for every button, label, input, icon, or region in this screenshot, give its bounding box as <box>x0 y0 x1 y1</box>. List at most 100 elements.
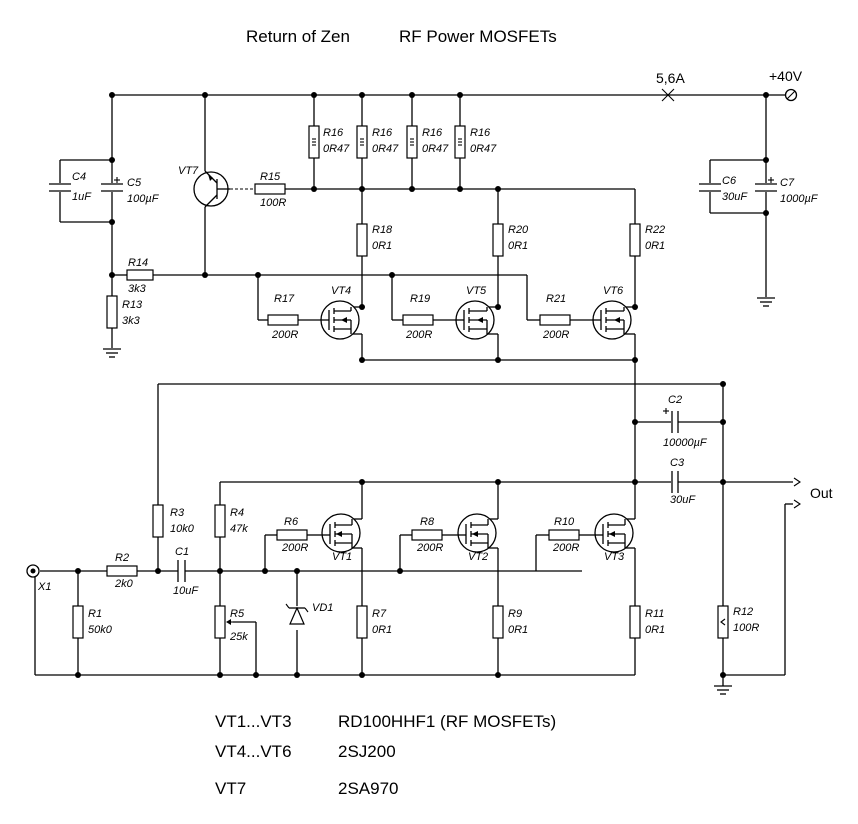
ground-symbol-right <box>757 297 775 307</box>
supply-terminal <box>784 88 798 102</box>
vt2-name: VT2 <box>468 551 488 563</box>
junction-dots <box>75 92 769 678</box>
r2-name: R2 <box>115 552 129 564</box>
parts-list-ref-1: VT1...VT3 <box>215 712 292 731</box>
r22-value: 0R1 <box>645 240 665 252</box>
resistor-r4 <box>214 504 226 538</box>
resistor-r22 <box>629 223 641 257</box>
r20-value: 0R1 <box>508 240 528 252</box>
r5-name: R5 <box>230 608 245 620</box>
resistor-r3 <box>152 504 164 538</box>
resistor-r16-3 <box>406 125 418 159</box>
fuse-label: 5,6A <box>656 70 685 86</box>
c1-value: 10uF <box>173 585 199 597</box>
resistor-r16-1 <box>308 125 320 159</box>
r16-3-value: 0R47 <box>422 143 449 155</box>
vd1-name: VD1 <box>312 602 333 614</box>
resistor-r16-4 <box>454 125 466 159</box>
r14-value: 3k3 <box>128 283 147 295</box>
resistor-r10 <box>548 529 580 541</box>
resistor-r12 <box>717 605 729 639</box>
resistor-r1 <box>72 605 84 639</box>
r8-name: R8 <box>420 516 435 528</box>
transistor-vt1 <box>321 513 361 553</box>
c2-name: C2 <box>668 394 682 406</box>
r13-value: 3k3 <box>122 315 141 327</box>
r12-value: 100R <box>733 622 759 634</box>
resistor-r21 <box>539 314 571 326</box>
resistor-r2 <box>106 565 138 577</box>
transistor-vt4 <box>320 300 360 340</box>
supply-voltage-label: +40V <box>769 68 803 84</box>
transistor-vt7 <box>193 170 230 208</box>
r1-value: 50k0 <box>88 624 113 636</box>
r13-name: R13 <box>122 299 143 311</box>
c2-value: 10000µF <box>663 437 708 449</box>
fuse-symbol <box>661 88 675 102</box>
resistor-r15 <box>254 183 286 195</box>
ground-symbol-output <box>714 685 732 695</box>
left-bias-wiring <box>59 95 205 348</box>
r3-name: R3 <box>170 507 185 519</box>
r11-value: 0R1 <box>645 624 665 636</box>
input-label: X1 <box>37 581 51 593</box>
c7-name: C7 <box>780 177 795 189</box>
r16-1-name: R16 <box>323 127 344 139</box>
r15-value: 100R <box>260 197 286 209</box>
vt1-name: VT1 <box>332 551 352 563</box>
r21-value: 200R <box>542 329 569 341</box>
resistor-r16-2 <box>356 125 368 159</box>
r7-value: 0R1 <box>372 624 392 636</box>
r18-value: 0R1 <box>372 240 392 252</box>
resistor-r19 <box>402 314 434 326</box>
r8-value: 200R <box>416 542 443 554</box>
r10-value: 200R <box>552 542 579 554</box>
resistor-r17 <box>267 314 299 326</box>
r12-name: R12 <box>733 606 753 618</box>
transistor-vt5 <box>455 300 495 340</box>
parts-list-part-3: 2SA970 <box>338 779 399 798</box>
input-terminal <box>26 564 40 578</box>
upper-stage-wiring <box>205 189 636 510</box>
r16-wiring <box>313 95 461 189</box>
resistor-r9 <box>492 605 504 639</box>
r15-name: R15 <box>260 171 281 183</box>
transistor-vt6 <box>592 300 632 340</box>
capacitor-c3 <box>671 471 679 493</box>
ground-symbol-left <box>103 348 121 358</box>
r6-value: 200R <box>281 542 308 554</box>
transistor-vt3 <box>593 513 634 553</box>
vt5-name: VT5 <box>466 285 487 297</box>
r5-value: 25k <box>229 631 248 643</box>
r16-1-value: 0R47 <box>323 143 350 155</box>
parts-list-part-1: RD100HHF1 (RF MOSFETs) <box>338 712 556 731</box>
parts-list-part-2: 2SJ200 <box>338 742 396 761</box>
vt6-name: VT6 <box>603 285 624 297</box>
r19-value: 200R <box>405 329 432 341</box>
r19-name: R19 <box>410 293 430 305</box>
capacitor-c4 <box>49 183 71 192</box>
r7-name: R7 <box>372 608 387 620</box>
r16-4-value: 0R47 <box>470 143 497 155</box>
c4-value: 1uF <box>72 191 92 203</box>
vt7-name: VT7 <box>178 165 199 177</box>
vt3-name: VT3 <box>604 551 625 563</box>
r10-name: R10 <box>554 516 575 528</box>
r22-name: R22 <box>645 224 665 236</box>
resistor-r11 <box>629 605 641 639</box>
r16-4-name: R16 <box>470 127 491 139</box>
c5-value: 100µF <box>127 193 160 205</box>
capacitor-c2 <box>663 408 679 433</box>
right-decoupling-wiring <box>709 95 767 297</box>
input-wiring <box>34 384 636 676</box>
resistor-r13 <box>106 295 118 329</box>
capacitor-c1 <box>177 560 186 582</box>
c3-value: 30uF <box>670 494 696 506</box>
r20-name: R20 <box>508 224 529 236</box>
resistor-r18 <box>356 223 368 257</box>
schematic-subtitle: RF Power MOSFETs <box>399 27 557 46</box>
zener-diode-vd1 <box>285 603 309 625</box>
r2-value: 2k0 <box>114 578 134 590</box>
r4-value: 47k <box>230 523 248 535</box>
